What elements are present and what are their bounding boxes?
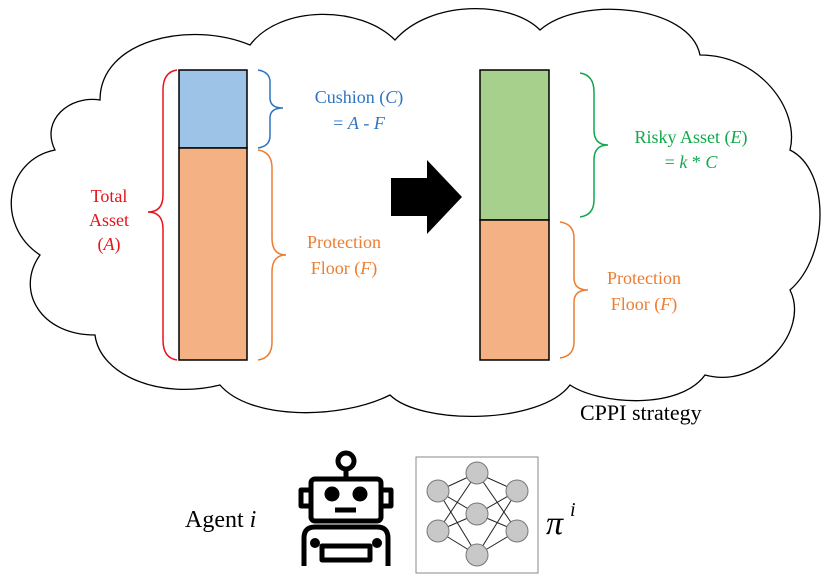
risky-asset-label: Risky Asset (E) = k * C bbox=[634, 127, 747, 172]
svg-text:Protection: Protection bbox=[607, 268, 681, 288]
svg-text:= A - F: = A - F bbox=[333, 113, 386, 133]
svg-text:Floor (F): Floor (F) bbox=[311, 258, 378, 279]
floor-brace-left bbox=[257, 149, 287, 361]
svg-text:Asset: Asset bbox=[89, 210, 129, 230]
svg-text:Total: Total bbox=[91, 186, 128, 206]
total-asset-brace bbox=[147, 69, 178, 361]
cushion-bar bbox=[178, 69, 248, 149]
svg-text:Protection: Protection bbox=[307, 232, 381, 252]
right-arrow-icon bbox=[391, 160, 462, 234]
cushion-label: Cushion (C) = A - F bbox=[315, 87, 404, 133]
risky-asset-brace bbox=[579, 72, 609, 218]
svg-text:(A): (A) bbox=[98, 234, 121, 255]
svg-text:Cushion (C): Cushion (C) bbox=[315, 87, 404, 108]
floor-brace-right bbox=[559, 221, 589, 359]
strategy-label: CPPI strategy bbox=[580, 400, 702, 425]
risky-asset-bar bbox=[479, 69, 550, 221]
total-asset-label: Total Asset (A) bbox=[89, 186, 129, 255]
floor-bar-left bbox=[178, 147, 248, 361]
policy-superscript: i bbox=[570, 499, 576, 521]
floor-label-left: Protection Floor (F) bbox=[307, 232, 381, 279]
svg-text:Floor (F): Floor (F) bbox=[611, 294, 678, 315]
robot-icon bbox=[298, 450, 394, 566]
neural-network-icon bbox=[415, 456, 539, 574]
floor-bar-right bbox=[479, 219, 550, 361]
svg-text:Risky Asset (E): Risky Asset (E) bbox=[634, 127, 747, 148]
policy-symbol: π bbox=[546, 505, 564, 542]
svg-text:= k * C: = k * C bbox=[665, 152, 719, 172]
agent-label: Agent i bbox=[185, 507, 256, 533]
floor-label-right: Protection Floor (F) bbox=[607, 268, 681, 315]
cushion-brace bbox=[257, 69, 284, 149]
